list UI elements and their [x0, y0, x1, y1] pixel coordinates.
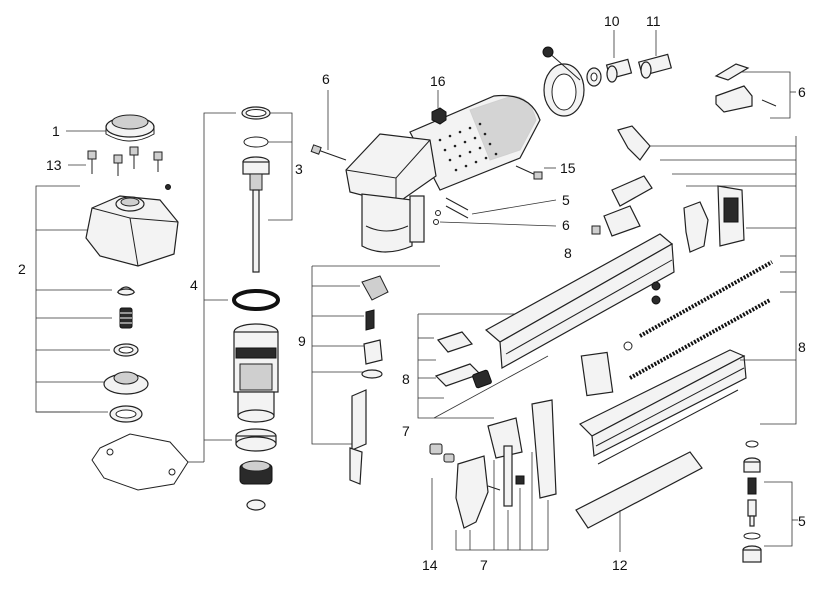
callout-13: 13	[46, 157, 62, 173]
callout-15: 15	[560, 160, 576, 176]
left-cap-assembly	[35, 114, 204, 491]
main-housing	[310, 90, 557, 253]
callout-10: 10	[604, 13, 620, 29]
callout-5-bottom: 5	[798, 513, 806, 529]
callout-5-top: 5	[562, 192, 570, 208]
callout-9: 9	[298, 333, 306, 349]
callout-12: 12	[612, 557, 628, 573]
latch-parts	[714, 63, 796, 119]
piston-assembly	[203, 106, 293, 511]
callout-8-left: 8	[402, 371, 410, 387]
callout-7-upper: 7	[402, 423, 410, 439]
exhaust-and-fittings	[542, 30, 673, 117]
callout-2: 2	[18, 261, 26, 277]
callout-11: 11	[646, 13, 661, 29]
callout-3: 3	[295, 161, 303, 177]
callout-8-upper: 8	[564, 245, 572, 261]
callout-labels: 1 13 2 3 4 6 16 10 11 6 15 5 6 8 9 8 8 7…	[18, 13, 806, 573]
spring	[119, 307, 133, 329]
valve-assembly-5	[742, 440, 798, 563]
driver-guide-parts	[429, 399, 557, 551]
callout-1: 1	[52, 123, 60, 139]
callout-8-right: 8	[798, 339, 806, 355]
callout-6-top: 6	[322, 71, 330, 87]
callout-6-mid: 6	[562, 217, 570, 233]
screws-13	[87, 146, 171, 190]
callout-6-right: 6	[798, 84, 806, 100]
callout-14: 14	[422, 557, 438, 573]
trigger-and-magazine	[311, 125, 797, 485]
label-strip	[575, 451, 703, 552]
callout-4: 4	[190, 277, 198, 293]
callout-16: 16	[430, 73, 446, 89]
callout-7-lower: 7	[480, 557, 488, 573]
